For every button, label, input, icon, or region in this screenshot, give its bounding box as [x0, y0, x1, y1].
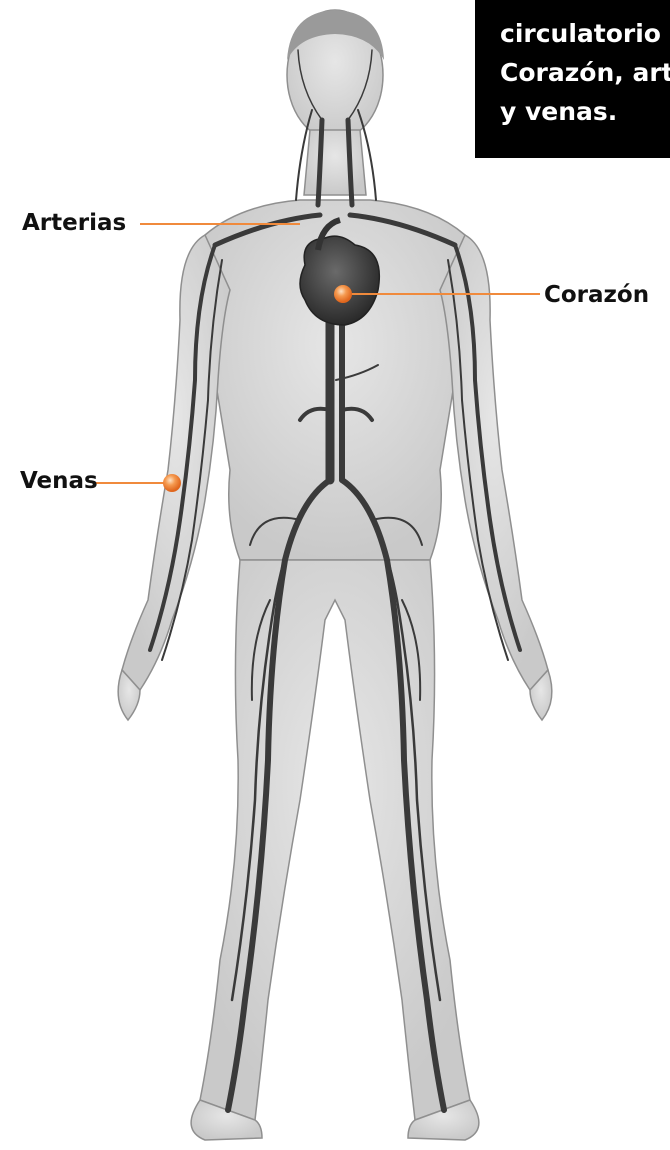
label-arterias: Arterias: [22, 210, 126, 236]
corazon-marker-dot: [334, 285, 352, 303]
venas-marker-dot: [163, 474, 181, 492]
body-silhouette: [118, 10, 552, 1140]
caption-box: circulatorio Corazón, art y venas.: [475, 0, 670, 158]
label-venas: Venas: [20, 468, 98, 494]
caption-line-2: Corazón, art: [500, 53, 670, 92]
caption-line-1: circulatorio: [500, 14, 670, 53]
left-arm-shape: [440, 235, 548, 690]
right-arm-shape: [122, 235, 230, 690]
label-corazon: Corazón: [544, 282, 649, 308]
neck-shape: [304, 130, 366, 195]
caption-line-3: y venas.: [500, 92, 670, 131]
